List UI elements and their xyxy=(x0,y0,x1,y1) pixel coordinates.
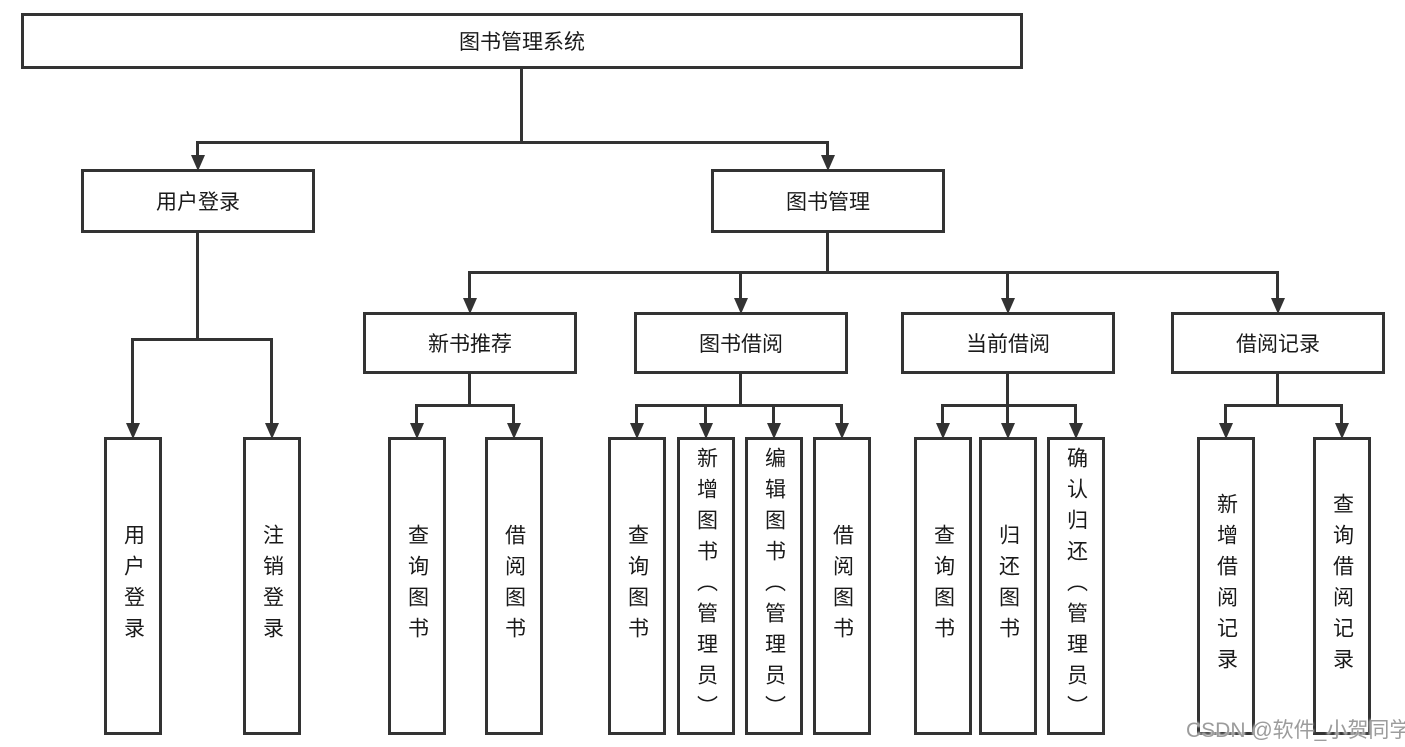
leaf-node-label: 注销登录 xyxy=(260,524,284,648)
connector-line xyxy=(520,69,523,141)
root-node-label: 图书管理系统 xyxy=(459,31,585,54)
leaf-node-confirm-return-admin: 确认归还（管理员） xyxy=(1047,437,1105,735)
connector-line xyxy=(415,404,515,407)
connector-line xyxy=(131,338,273,341)
arrow-down-icon xyxy=(463,298,477,314)
arrow-down-icon xyxy=(1335,423,1349,439)
connector-line xyxy=(196,141,829,144)
section-node-label: 借阅记录 xyxy=(1236,333,1320,356)
connector-line xyxy=(131,338,134,425)
leaf-node-query-borrow-record: 查询借阅记录 xyxy=(1313,437,1371,735)
arrow-down-icon xyxy=(734,298,748,314)
connector-line xyxy=(1006,271,1009,300)
connector-line xyxy=(512,404,515,425)
arrow-down-icon xyxy=(507,423,521,439)
leaf-node-label: 归还图书 xyxy=(996,524,1020,648)
leaf-node-label: 查询图书 xyxy=(931,524,955,648)
section-node-book-borrowing: 图书借阅 xyxy=(634,312,848,374)
arrow-down-icon xyxy=(1069,423,1083,439)
connector-line xyxy=(635,404,638,425)
arrow-down-icon xyxy=(1219,423,1233,439)
leaf-node-label: 确认归还（管理员） xyxy=(1064,446,1088,726)
leaf-node-query-books-3: 查询图书 xyxy=(914,437,972,735)
arrow-down-icon xyxy=(126,423,140,439)
arrow-down-icon xyxy=(699,423,713,439)
connector-line xyxy=(1074,404,1077,425)
csdn-watermark: CSDN @软件_小贺同学 xyxy=(1186,719,1405,742)
connector-line xyxy=(468,271,1279,274)
arrow-down-icon xyxy=(1001,423,1015,439)
section-node-new-book-recommend: 新书推荐 xyxy=(363,312,577,374)
leaf-node-return-books: 归还图书 xyxy=(979,437,1037,735)
leaf-node-logout: 注销登录 xyxy=(243,437,301,735)
connector-line xyxy=(739,374,742,407)
connector-line xyxy=(941,404,1077,407)
branch-node-label: 图书管理 xyxy=(786,191,870,214)
arrow-down-icon xyxy=(821,155,835,171)
leaf-node-borrow-books-2: 借阅图书 xyxy=(813,437,871,735)
connector-line xyxy=(270,338,273,425)
connector-line xyxy=(1224,404,1227,425)
connector-line xyxy=(468,374,471,407)
leaf-node-query-books-2: 查询图书 xyxy=(608,437,666,735)
leaf-node-label: 查询图书 xyxy=(625,524,649,648)
arrow-down-icon xyxy=(630,423,644,439)
connector-line xyxy=(196,233,199,340)
section-node-label: 当前借阅 xyxy=(966,333,1050,356)
connector-line xyxy=(941,404,944,425)
branch-node-user-login: 用户登录 xyxy=(81,169,315,233)
leaf-node-edit-books-admin: 编辑图书（管理员） xyxy=(745,437,803,735)
leaf-node-label: 编辑图书（管理员） xyxy=(762,446,786,726)
connector-line xyxy=(826,233,829,274)
connector-line xyxy=(1340,404,1343,425)
arrow-down-icon xyxy=(936,423,950,439)
connector-line xyxy=(840,404,843,425)
connector-line xyxy=(1006,374,1009,407)
connector-line xyxy=(468,271,471,300)
connector-line xyxy=(1224,404,1343,407)
leaf-node-add-books-admin: 新增图书（管理员） xyxy=(677,437,735,735)
connector-line xyxy=(635,404,843,407)
connector-line xyxy=(415,404,418,425)
arrow-down-icon xyxy=(265,423,279,439)
connector-line xyxy=(704,404,707,425)
arrow-down-icon xyxy=(1271,298,1285,314)
arrow-down-icon xyxy=(410,423,424,439)
arrow-down-icon xyxy=(191,155,205,171)
leaf-node-label: 用户登录 xyxy=(121,524,145,648)
leaf-node-borrow-books-1: 借阅图书 xyxy=(485,437,543,735)
leaf-node-query-books-1: 查询图书 xyxy=(388,437,446,735)
connector-line xyxy=(772,404,775,425)
connector-line xyxy=(1276,374,1279,407)
leaf-node-label: 查询借阅记录 xyxy=(1330,493,1354,679)
leaf-node-label: 借阅图书 xyxy=(502,524,526,648)
branch-node-label: 用户登录 xyxy=(156,191,240,214)
leaf-node-label: 查询图书 xyxy=(405,524,429,648)
leaf-node-label: 借阅图书 xyxy=(830,524,854,648)
arrow-down-icon xyxy=(835,423,849,439)
section-node-borrow-records: 借阅记录 xyxy=(1171,312,1385,374)
branch-node-book-management: 图书管理 xyxy=(711,169,945,233)
leaf-node-user-login: 用户登录 xyxy=(104,437,162,735)
leaf-node-label: 新增借阅记录 xyxy=(1214,493,1238,679)
connector-line xyxy=(739,271,742,300)
section-node-label: 图书借阅 xyxy=(699,333,783,356)
arrow-down-icon xyxy=(767,423,781,439)
leaf-node-label: 新增图书（管理员） xyxy=(694,446,718,726)
connector-line xyxy=(196,141,199,157)
connector-line xyxy=(1006,404,1009,425)
section-node-label: 新书推荐 xyxy=(428,333,512,356)
root-node-library-system: 图书管理系统 xyxy=(21,13,1023,69)
leaf-node-add-borrow-record: 新增借阅记录 xyxy=(1197,437,1255,735)
arrow-down-icon xyxy=(1001,298,1015,314)
connector-line xyxy=(1276,271,1279,300)
connector-line xyxy=(826,141,829,157)
section-node-current-borrowing: 当前借阅 xyxy=(901,312,1115,374)
